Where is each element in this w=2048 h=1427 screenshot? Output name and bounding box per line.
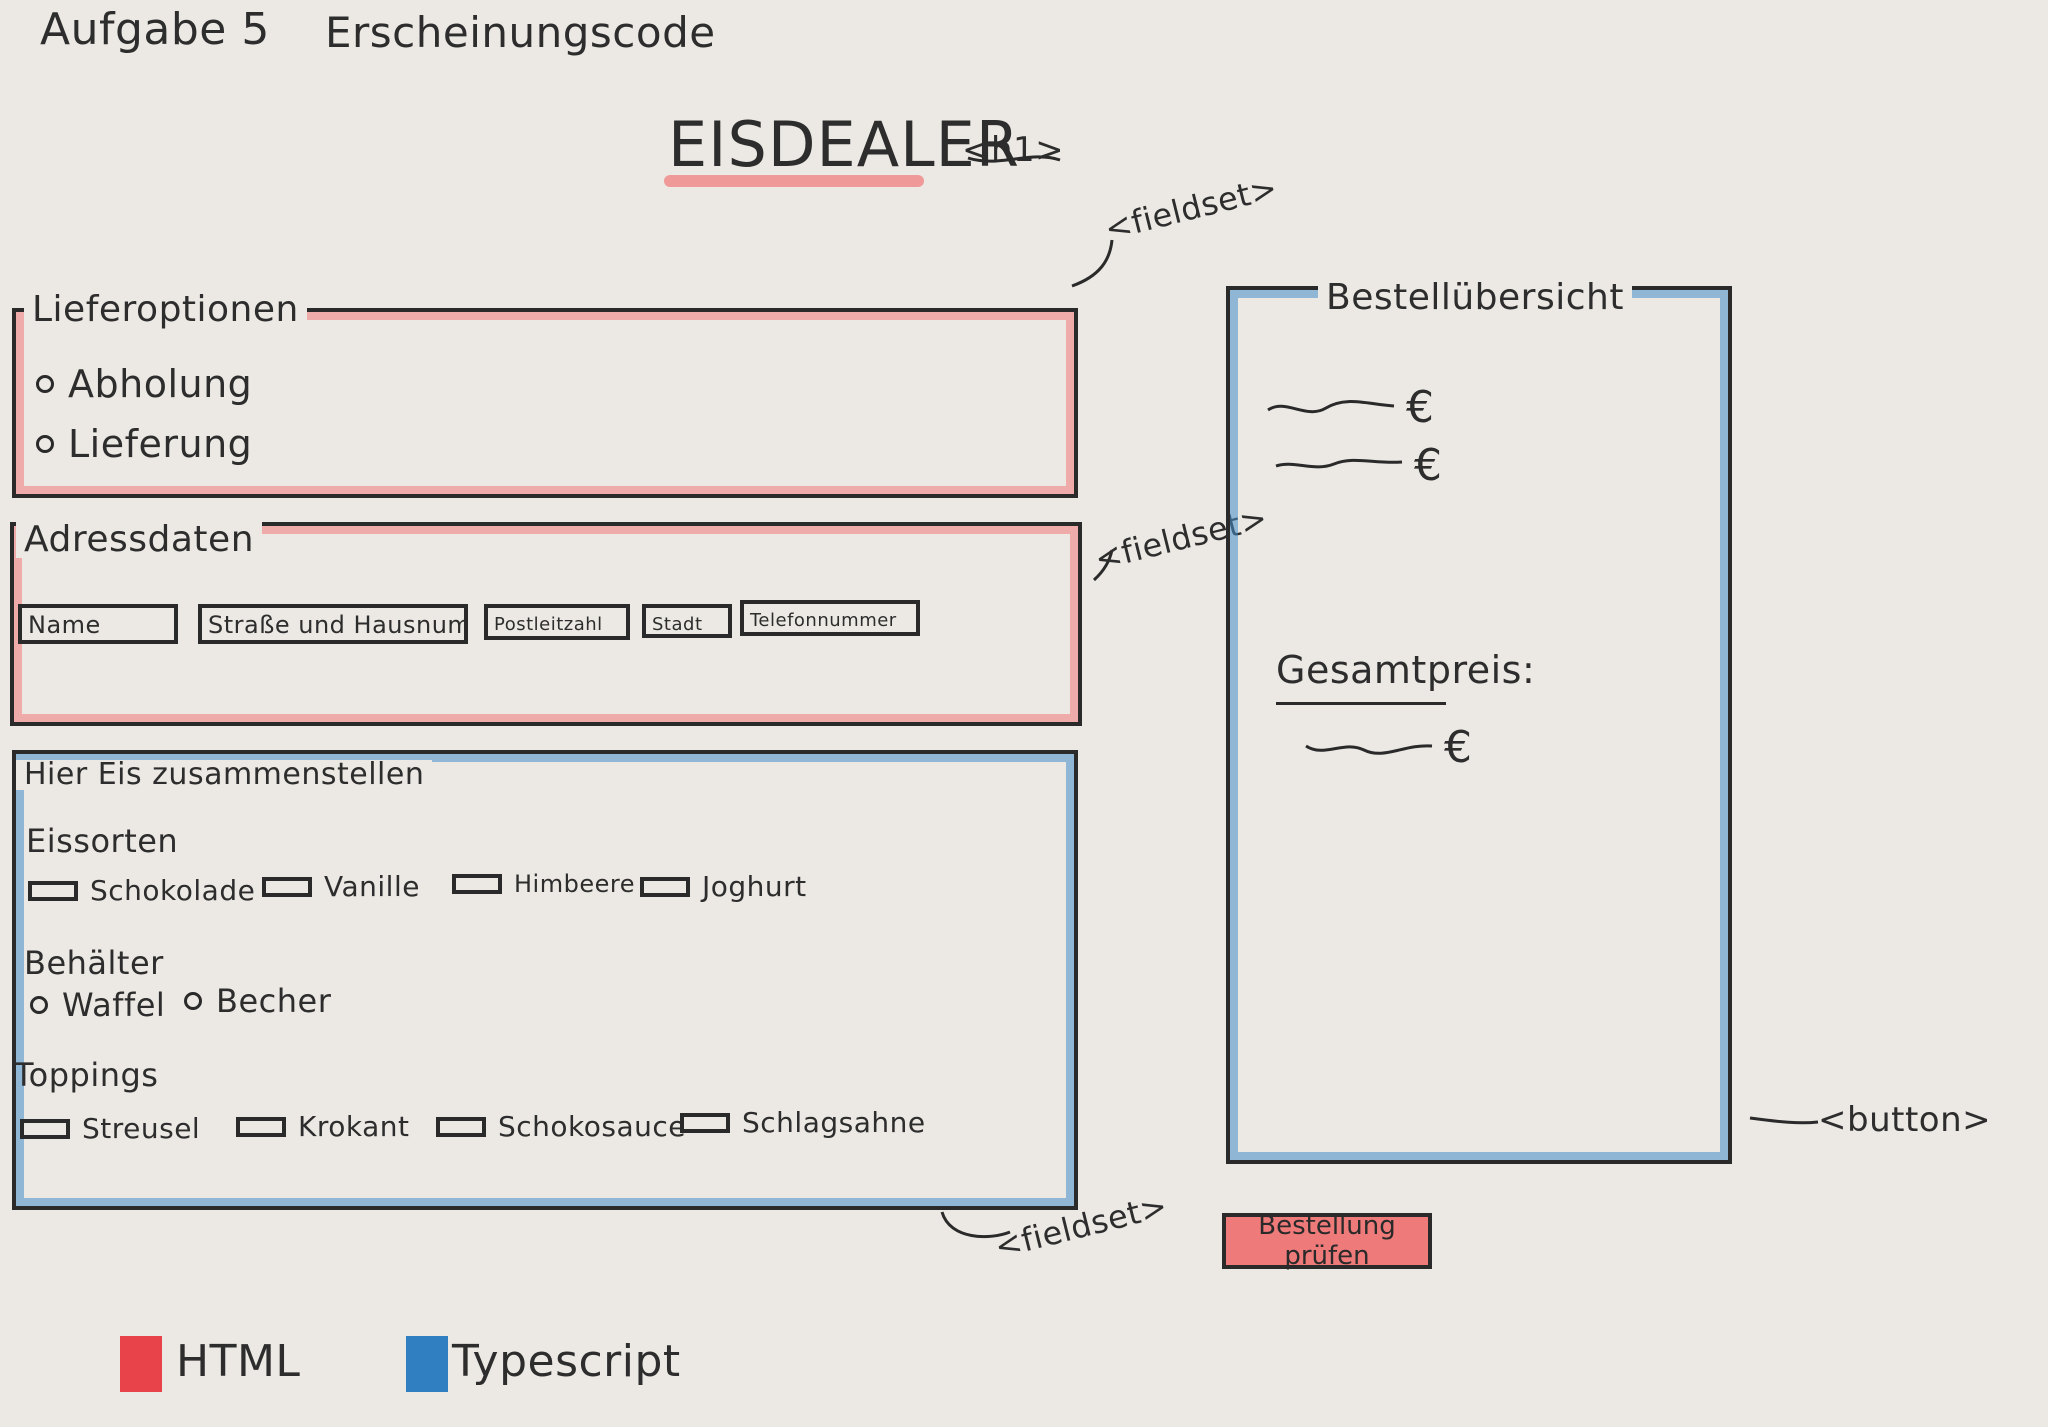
sort-raspberry[interactable]: Himbeere xyxy=(452,870,635,898)
checkbox[interactable] xyxy=(28,880,78,901)
total-price-underline xyxy=(1276,702,1446,705)
button-annotation: <button> xyxy=(1818,1100,1992,1140)
radio-button[interactable] xyxy=(184,992,202,1010)
container-label: Behälter xyxy=(24,944,164,982)
typescript-color-swatch xyxy=(406,1336,448,1392)
phone-input[interactable]: Telefonnummer xyxy=(740,600,920,636)
placeholder-amount xyxy=(1305,743,1433,755)
ice-sorts-label: Eissorten xyxy=(26,822,179,860)
html-color-swatch xyxy=(120,1336,162,1392)
placeholder-amount xyxy=(1275,458,1403,468)
checkbox-label: Himbeere xyxy=(514,870,635,898)
option-label: Waffel xyxy=(62,986,166,1024)
option-label: Becher xyxy=(216,982,332,1020)
checkbox-label: Vanille xyxy=(324,870,420,903)
checkbox-label: Schlagsahne xyxy=(742,1106,926,1139)
heading-highlight xyxy=(664,175,924,187)
topping-choc-sauce[interactable]: Schokosauce xyxy=(436,1110,686,1143)
euro-sign: € xyxy=(1444,722,1473,773)
delivery-legend: Lieferoptionen xyxy=(24,292,307,328)
address-legend: Adressdaten xyxy=(16,522,263,558)
topping-cream[interactable]: Schlagsahne xyxy=(680,1106,926,1139)
radio-button[interactable] xyxy=(30,996,48,1014)
checkbox-label: Streusel xyxy=(82,1112,201,1145)
checkbox-label: Schokolade xyxy=(90,874,256,907)
check-order-button[interactable]: Bestellung prüfen xyxy=(1222,1211,1432,1271)
street-input[interactable]: Straße und Hausnummer xyxy=(198,604,468,644)
radio-button[interactable] xyxy=(36,435,54,453)
container-cup[interactable]: Becher xyxy=(184,982,331,1020)
option-label: Abholung xyxy=(68,362,253,406)
placeholder-amount xyxy=(1267,399,1395,413)
sort-yogurt[interactable]: Joghurt xyxy=(640,870,807,903)
container-cone[interactable]: Waffel xyxy=(30,986,165,1024)
zip-input[interactable]: Postleitzahl xyxy=(484,604,630,640)
topping-brittle[interactable]: Krokant xyxy=(236,1110,410,1143)
checkbox[interactable] xyxy=(436,1116,486,1137)
html-legend-label: HTML xyxy=(176,1336,301,1387)
address-fieldset xyxy=(10,522,1082,726)
option-label: Lieferung xyxy=(68,422,253,466)
h1-annotation: <h1> xyxy=(962,130,1065,170)
page-heading: EISDEALER xyxy=(668,108,1020,181)
sort-chocolate[interactable]: Schokolade xyxy=(28,874,255,907)
total-price-value: € xyxy=(1304,722,1473,773)
radio-button[interactable] xyxy=(36,375,54,393)
delivery-option-delivery[interactable]: Lieferung xyxy=(36,422,252,466)
checkbox-label: Krokant xyxy=(298,1110,410,1143)
checkbox[interactable] xyxy=(640,876,690,897)
city-input[interactable]: Stadt xyxy=(642,604,732,638)
typescript-legend-label: Typescript xyxy=(452,1336,681,1387)
order-summary-legend: Bestellübersicht xyxy=(1318,280,1632,316)
euro-sign: € xyxy=(1414,440,1443,491)
topping-sprinkles[interactable]: Streusel xyxy=(20,1112,200,1145)
task-subtitle: Erscheinungscode xyxy=(325,8,716,57)
checkbox-label: Schokosauce xyxy=(498,1110,687,1143)
summary-line-item: € xyxy=(1274,440,1443,491)
euro-sign: € xyxy=(1406,382,1435,433)
checkbox[interactable] xyxy=(236,1116,286,1137)
delivery-option-pickup[interactable]: Abholung xyxy=(36,362,252,406)
delivery-fieldset xyxy=(12,308,1078,498)
checkbox[interactable] xyxy=(452,874,502,894)
sort-vanilla[interactable]: Vanille xyxy=(262,870,420,903)
name-input[interactable]: Name xyxy=(18,604,178,644)
ice-builder-legend: Hier Eis zusammenstellen xyxy=(16,760,433,790)
checkbox[interactable] xyxy=(680,1112,730,1133)
checkbox[interactable] xyxy=(20,1118,70,1139)
checkbox[interactable] xyxy=(262,876,312,897)
total-price-label: Gesamtpreis: xyxy=(1276,648,1536,692)
summary-line-item: € xyxy=(1266,382,1435,433)
ice-builder-fieldset xyxy=(12,750,1078,1210)
task-title: Aufgabe 5 xyxy=(40,4,270,55)
checkbox-label: Joghurt xyxy=(702,870,807,903)
toppings-label: Toppings xyxy=(14,1056,159,1094)
